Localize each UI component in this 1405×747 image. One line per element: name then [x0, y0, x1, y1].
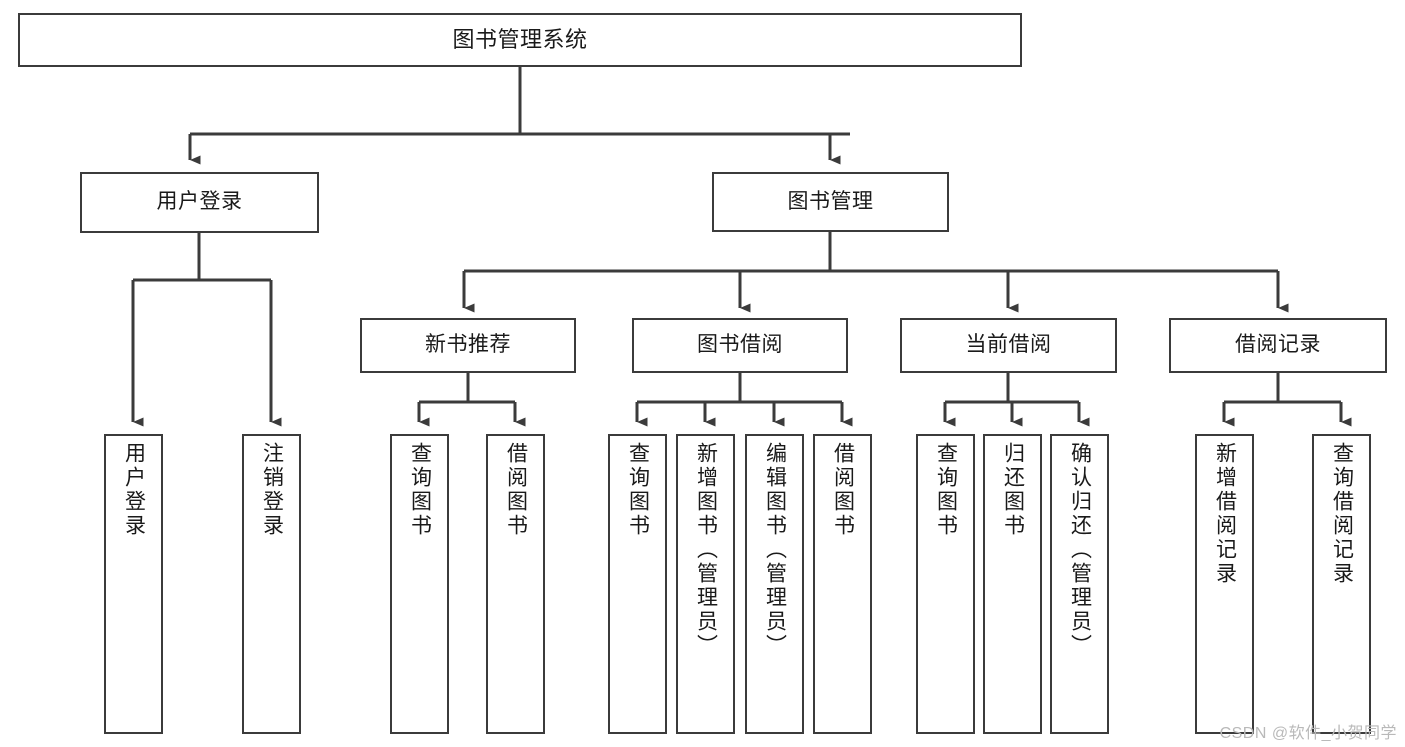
leaf-user-login-signout[interactable]: 注销登录	[242, 434, 301, 734]
node-borrow-records[interactable]: 借阅记录	[1169, 318, 1387, 373]
node-label: 注销登录	[260, 442, 284, 538]
node-label: 确认归还（管理员）	[1068, 442, 1092, 658]
leaf-current-query-book[interactable]: 查询图书	[916, 434, 975, 734]
node-label: 查询图书	[626, 442, 650, 538]
node-current-borrow[interactable]: 当前借阅	[900, 318, 1117, 373]
node-label: 借阅记录	[1235, 333, 1321, 357]
node-label: 借阅图书	[831, 442, 855, 538]
leaf-borrow-borrow-book[interactable]: 借阅图书	[813, 434, 872, 734]
leaf-recommend-borrow-book[interactable]: 借阅图书	[486, 434, 545, 734]
node-book-borrow[interactable]: 图书借阅	[632, 318, 848, 373]
node-label: 编辑图书（管理员）	[763, 442, 787, 658]
node-label: 新书推荐	[425, 333, 511, 357]
watermark: CSDN @软件_小贺同学	[1219, 725, 1397, 742]
node-new-book-recommend[interactable]: 新书推荐	[360, 318, 576, 373]
leaf-records-query-record[interactable]: 查询借阅记录	[1312, 434, 1371, 734]
node-label: 用户登录	[122, 442, 146, 538]
node-label: 图书管理系统	[452, 27, 588, 53]
leaf-current-return-book[interactable]: 归还图书	[983, 434, 1042, 734]
leaf-borrow-add-book-admin[interactable]: 新增图书（管理员）	[676, 434, 735, 734]
node-book-management[interactable]: 图书管理	[712, 172, 949, 232]
node-label: 当前借阅	[965, 333, 1052, 357]
node-label: 用户登录	[156, 190, 243, 214]
node-label: 查询借阅记录	[1330, 442, 1354, 586]
node-user-login[interactable]: 用户登录	[80, 172, 319, 233]
node-label: 图书管理	[787, 189, 874, 213]
node-label: 借阅图书	[504, 442, 528, 538]
leaf-current-confirm-return-admin[interactable]: 确认归还（管理员）	[1050, 434, 1109, 734]
leaf-borrow-edit-book-admin[interactable]: 编辑图书（管理员）	[745, 434, 804, 734]
leaf-user-login-signin[interactable]: 用户登录	[104, 434, 163, 734]
node-label: 图书借阅	[697, 333, 783, 357]
node-label: 查询图书	[408, 442, 432, 538]
leaf-recommend-query-book[interactable]: 查询图书	[390, 434, 449, 734]
node-root-system[interactable]: 图书管理系统	[18, 13, 1022, 67]
node-label: 新增图书（管理员）	[694, 442, 718, 658]
node-label: 新增借阅记录	[1213, 442, 1237, 586]
node-label: 查询图书	[934, 442, 958, 538]
node-label: 归还图书	[1001, 442, 1025, 538]
leaf-borrow-query-book[interactable]: 查询图书	[608, 434, 667, 734]
leaf-records-add-record[interactable]: 新增借阅记录	[1195, 434, 1254, 734]
